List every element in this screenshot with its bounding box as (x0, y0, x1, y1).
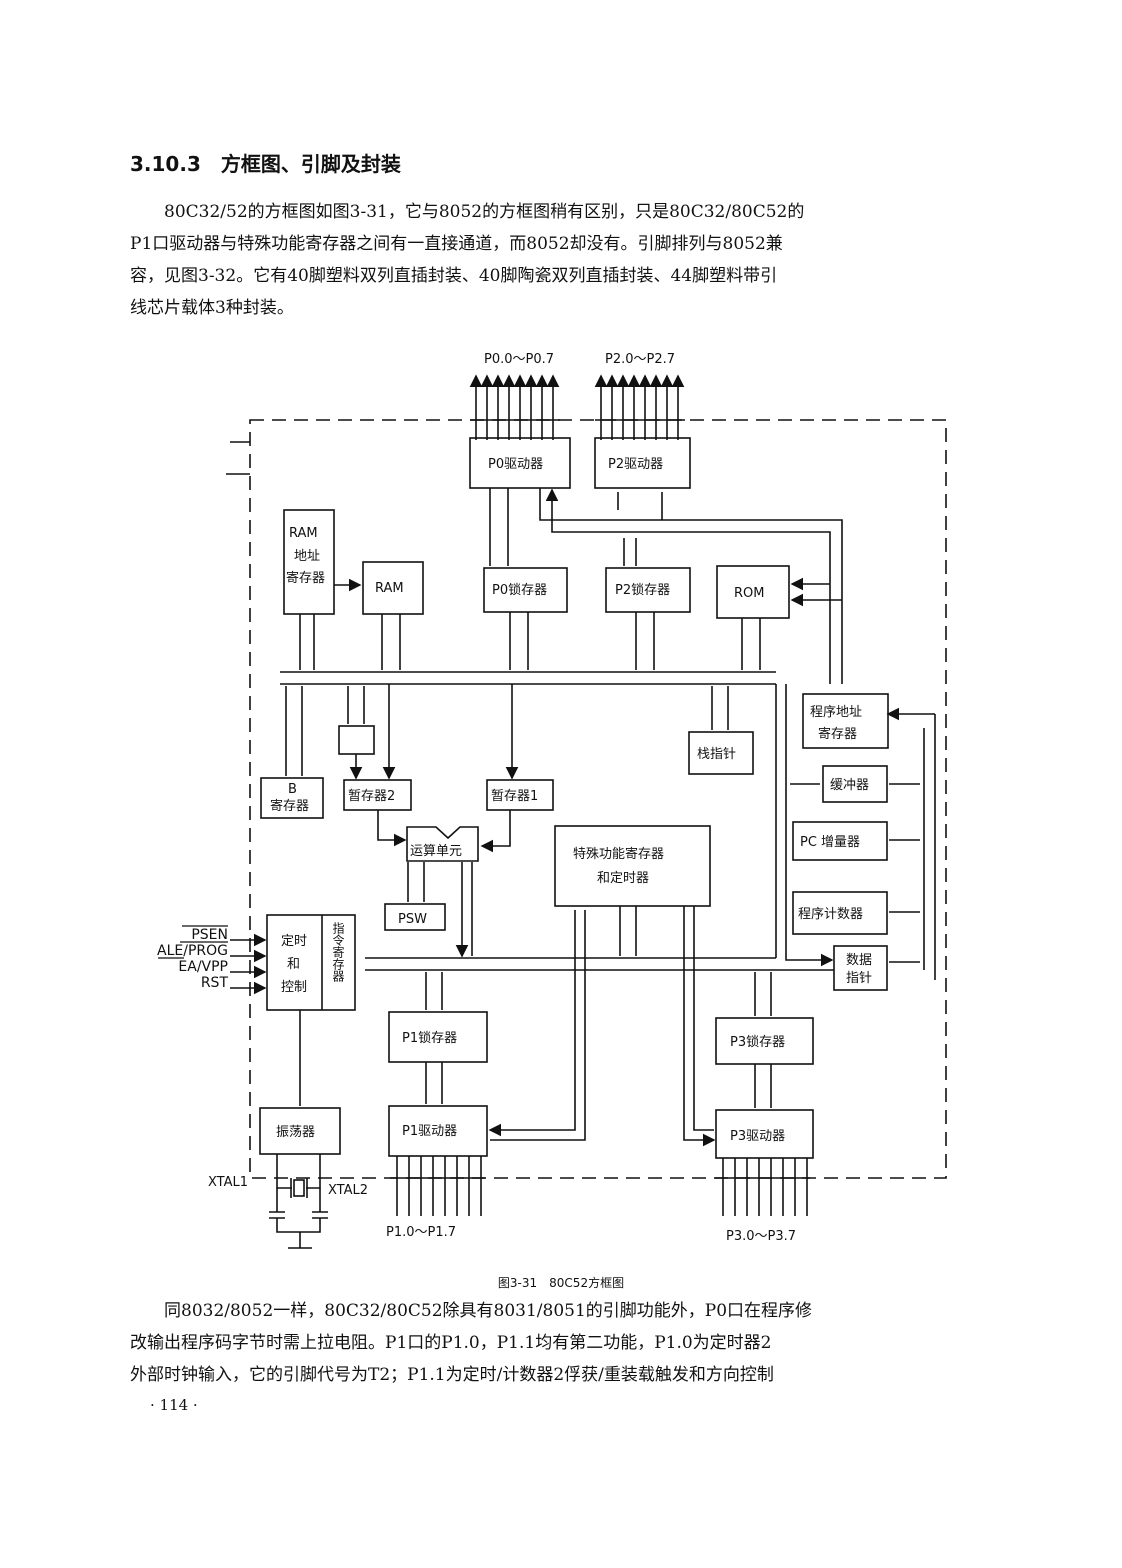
label-p2-pins: P2.0～P2.7 (605, 352, 675, 367)
ram-label: RAM (375, 581, 404, 596)
b-reg-label-1: B (288, 782, 297, 797)
dptr-label-1: 数据 (846, 953, 872, 968)
page-number: · 114 · (150, 1396, 198, 1414)
figure-caption: 图3-31 80C52方框图 (497, 1276, 625, 1290)
p1-driver-box (388, 1105, 488, 1157)
psw-box (384, 903, 446, 931)
p2-latch-label: P2锁存器 (615, 582, 670, 598)
p2-pins (594, 374, 685, 440)
b-reg-label-2: 寄存器 (270, 798, 309, 814)
p0-latch-box (483, 567, 568, 613)
pc-incr-label: PC 增量器 (800, 835, 860, 850)
rom-label: ROM (734, 586, 764, 601)
p2-driver-label: P2驱动器 (608, 457, 663, 472)
pin-psen-label: PSEN (191, 927, 228, 943)
intro-paragraph: 80C32/52的方框图如图3-31，它与8052的方框图稍有区别，只是80C3… (130, 196, 950, 324)
pin-ale-label: ALE/PROG (157, 943, 228, 959)
alu-label: 运算单元 (410, 844, 462, 859)
section-heading: 3.10.3 方框图、引脚及封装 (130, 152, 401, 176)
text-line: 外部时钟输入，它的引脚代号为T2；P1.1为定时/计数器2俘获/重装载触发和方向… (130, 1365, 774, 1385)
text-line: P1口驱动器与特殊功能寄存器之间有一直接通道，而8052却没有。引脚排列与805… (130, 234, 783, 254)
p0-latch-label: P0锁存器 (492, 582, 547, 598)
dptr-box (833, 945, 888, 991)
ram-addr-box (283, 509, 335, 615)
ram-addr-label-3: 寄存器 (286, 570, 325, 586)
label-p0-pins: P0.0～P0.7 (484, 352, 554, 367)
instr-reg-label: 指令寄存器 (331, 921, 345, 983)
temp2-label: 暂存器2 (348, 789, 395, 804)
stack-pointer-label: 栈指针 (697, 747, 736, 762)
text-line: 80C32/52的方框图如图3-31，它与8052的方框图稍有区别，只是80C3… (130, 202, 805, 222)
rom-box (716, 565, 790, 619)
p3-latch-label: P3锁存器 (730, 1034, 785, 1050)
timing-ctrl-box (266, 914, 356, 1011)
p3-pins (722, 1158, 808, 1216)
psw-label: PSW (398, 912, 427, 927)
timing-label-3: 控制 (281, 980, 307, 995)
prog-addr-label-1: 程序地址 (810, 705, 862, 720)
prog-addr-label-2: 寄存器 (818, 726, 857, 742)
pc-incr-box (792, 821, 888, 861)
prog-counter-box (792, 891, 888, 935)
stack-pointer-box (688, 731, 754, 775)
buffer-label: 缓冲器 (830, 778, 869, 793)
ram-addr-label-1: RAM (289, 526, 318, 541)
text-line: 线芯片载体3种封装。 (130, 298, 294, 318)
body-paragraph: 同8032/8052一样，80C32/80C52除具有8031/8051的引脚功… (130, 1295, 950, 1391)
label-p1-pins: P1.0～P1.7 (386, 1225, 456, 1240)
ram-addr-label-2: 地址 (294, 549, 320, 564)
sfr-label-1: 特殊功能寄存器 (573, 846, 664, 862)
p1-latch-label: P1锁存器 (402, 1030, 457, 1046)
ram-box (362, 561, 424, 615)
label-p3-pins: P3.0～P3.7 (726, 1229, 796, 1244)
pin-ea-label: EA/VPP (178, 959, 228, 975)
p2-driver-box (594, 437, 691, 489)
p1-latch-box (388, 1011, 488, 1063)
buffer-box (822, 765, 888, 803)
text-line: 容，见图3-32。它有40脚塑料双列直插封装、40脚陶瓷双列直插封装、44脚塑料… (130, 266, 778, 286)
pin-rst-label: RST (201, 975, 229, 991)
dptr-label-2: 指针 (846, 971, 872, 986)
xtal2-label: XTAL2 (328, 1183, 368, 1198)
xtal1-label: XTAL1 (208, 1175, 248, 1190)
p0-driver-label: P0驱动器 (488, 457, 543, 472)
oscillator-box (259, 1107, 341, 1155)
p1-driver-label: P1驱动器 (402, 1124, 457, 1139)
alu-shape (406, 826, 479, 862)
p0-pins (469, 374, 560, 440)
temp1-box (486, 779, 554, 811)
oscillator-label: 振荡器 (276, 1125, 315, 1140)
p2-latch-box (605, 567, 691, 613)
p0-driver-box (469, 437, 571, 489)
p1-pins (396, 1156, 482, 1216)
b-reg-box (260, 777, 324, 819)
sfr-label-2: 和定时器 (597, 871, 649, 886)
sfr-box (554, 825, 711, 907)
timing-label-1: 定时 (281, 934, 307, 949)
small-reg-box (338, 725, 375, 755)
prog-counter-label: 程序计数器 (798, 907, 863, 922)
temp1-label: 暂存器1 (491, 789, 538, 804)
text-line: 改输出程序码字节时需上拉电阻。P1口的P1.0，P1.1均有第二功能，P1.0为… (130, 1333, 772, 1353)
timing-label-2: 和 (287, 957, 300, 972)
p3-driver-box (715, 1109, 814, 1159)
p3-latch-box (715, 1017, 814, 1065)
text-line: 同8032/8052一样，80C32/80C52除具有8031/8051的引脚功… (130, 1301, 813, 1321)
p3-driver-label: P3驱动器 (730, 1129, 785, 1144)
prog-addr-reg-box (802, 693, 889, 749)
